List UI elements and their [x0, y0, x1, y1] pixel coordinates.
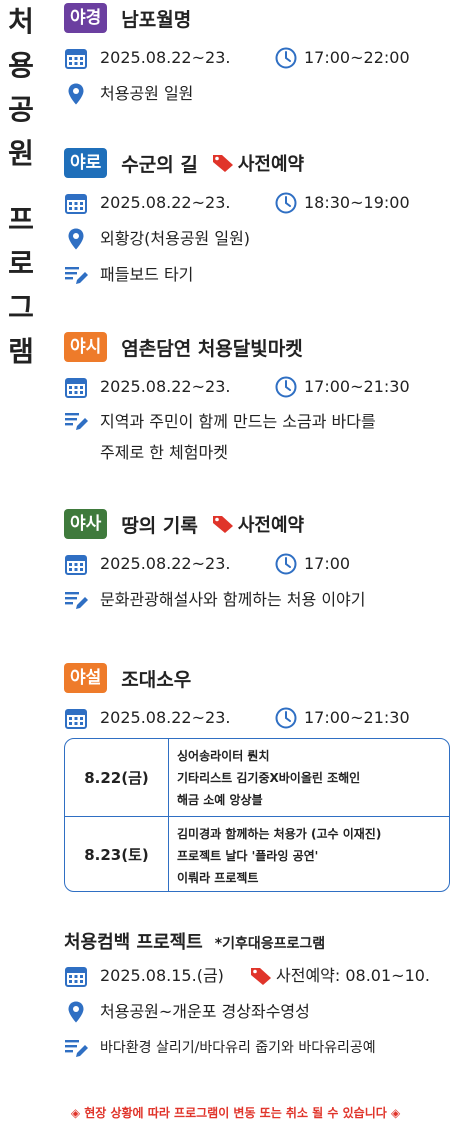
title-char: 로	[8, 247, 34, 280]
title-char: 그	[8, 291, 34, 324]
calendar-icon	[64, 375, 88, 399]
badge: 야시	[64, 332, 108, 362]
table-row: 8.22(금) 싱어송라이터 뤈치 기타리스트 김기중X바이올린 조해인 해금 …	[65, 739, 449, 817]
date-text: 2025.08.22~23.	[100, 193, 231, 212]
date-text: 2025.08.22~23.	[100, 708, 231, 727]
section-yasi: 야시 염촌담연 처용달빛마켓 2025.08.22~23. 17:00~21:3…	[64, 331, 471, 468]
performance-item: 김미경과 함께하는 처용가 (고수 이재진)	[177, 827, 382, 841]
title-char: 램	[8, 335, 34, 368]
performance-item: 싱어송라이터 뤈치	[177, 749, 270, 763]
comeback-subtitle: *기후대응프로그램	[214, 936, 326, 952]
date-text: 2025.08.22~23.	[100, 554, 231, 573]
vertical-title: 처 용 공 원 프 로 그 램	[0, 0, 42, 374]
section-yasa: 야사 땅의 기록 사전예약 2025.08.22~23. 17:00 문화관광해…	[64, 508, 471, 614]
title-char: 프	[8, 203, 34, 236]
table-date: 8.22(금)	[65, 739, 169, 816]
section-yaro: 야로 수군의 길 사전예약 2025.08.22~23. 18:30~19:00…	[64, 147, 471, 289]
badge: 야로	[64, 148, 108, 178]
performance-item: 해금 소예 앙상블	[177, 793, 263, 807]
table-date: 8.23(토)	[65, 817, 169, 891]
date-text: 2025.08.22~23.	[100, 48, 231, 67]
list-pencil-icon	[64, 263, 88, 287]
calendar-icon	[64, 964, 88, 988]
section-title: 남포월명	[121, 8, 192, 31]
list-pencil-icon	[64, 588, 88, 612]
program-text: 패들보드 타기	[100, 265, 194, 284]
price-tag-icon	[250, 966, 272, 986]
location-text: 처용공원 일원	[100, 84, 194, 103]
time-text: 17:00	[304, 554, 351, 573]
calendar-icon	[64, 706, 88, 730]
comeback-title: 처용컴백 프로젝트	[64, 932, 203, 953]
time-text: 17:00~21:30	[304, 377, 410, 396]
section-yaseol: 야설 조대소우 2025.08.22~23. 17:00~21:30	[64, 662, 471, 732]
section-title: 수군의 길	[121, 153, 198, 176]
time-text: 18:30~19:00	[304, 193, 410, 212]
time-text: 17:00~21:30	[304, 708, 410, 727]
list-pencil-icon	[64, 1036, 88, 1060]
location-pin-icon	[64, 227, 88, 251]
list-pencil-icon	[64, 409, 88, 433]
badge: 야경	[64, 3, 108, 33]
performance-item: 기타리스트 김기중X바이올린 조해인	[177, 771, 361, 785]
notice-text: ◈ 현장 상황에 따라 프로그램이 변동 또는 취소 될 수 있습니다 ◈	[70, 1106, 401, 1120]
clock-icon	[274, 191, 298, 215]
calendar-icon	[64, 46, 88, 70]
section-title: 염촌담연 처용달빛마켓	[121, 337, 303, 360]
price-tag-icon	[212, 153, 234, 173]
location-text: 외황강(처용공원 일원)	[100, 229, 251, 248]
title-char: 용	[8, 49, 34, 82]
location-text: 처용공원~개운포 경상좌수영성	[100, 1002, 310, 1021]
clock-icon	[274, 706, 298, 730]
reservation-text: 사전예약: 08.01~10.	[276, 966, 431, 985]
clock-icon	[274, 552, 298, 576]
performance-item: 이뤄라 프로젝트	[177, 871, 259, 885]
comeback-heading: 처용컴백 프로젝트 *기후대응프로그램	[64, 928, 325, 954]
title-char: 처	[8, 5, 34, 38]
schedule-table: 8.22(금) 싱어송라이터 뤈치 기타리스트 김기중X바이올린 조해인 해금 …	[64, 738, 450, 892]
title-char: 공	[8, 93, 34, 126]
section-title: 땅의 기록	[121, 514, 198, 537]
date-text: 2025.08.15.(금)	[100, 966, 224, 985]
program-text: 바다환경 살리기/바다유리 줍기와 바다유리공예	[100, 1040, 376, 1056]
time-text: 17:00~22:00	[304, 48, 410, 67]
section-title: 조대소우	[121, 668, 192, 691]
reservation-tag: 사전예약	[212, 150, 304, 176]
location-pin-icon	[64, 82, 88, 106]
program-text: 문화관광해설사와 함께하는 처용 이야기	[100, 590, 366, 609]
badge: 야설	[64, 663, 108, 693]
section-comeback: 2025.08.15.(금) 사전예약: 08.01~10. 처용공원~개운포 …	[64, 962, 471, 1062]
price-tag-icon	[212, 514, 234, 534]
calendar-icon	[64, 552, 88, 576]
performance-item: 프로젝트 날다 '플라잉 공연'	[177, 849, 319, 863]
clock-icon	[274, 46, 298, 70]
badge: 야사	[64, 509, 108, 539]
program-text: 지역과 주민이 함께 만드는 소금과 바다를	[100, 412, 376, 431]
calendar-icon	[64, 191, 88, 215]
clock-icon	[274, 375, 298, 399]
section-yagyeong: 야경 남포월명 2025.08.22~23. 17:00~22:00 처용공원 …	[64, 2, 471, 108]
reservation-tag: 사전예약	[212, 511, 304, 537]
title-char: 원	[8, 137, 34, 170]
location-pin-icon	[64, 1000, 88, 1024]
date-text: 2025.08.22~23.	[100, 377, 231, 396]
table-row: 8.23(토) 김미경과 함께하는 처용가 (고수 이재진) 프로젝트 날다 '…	[65, 817, 449, 891]
program-text: 주제로 한 체험마켓	[100, 443, 228, 462]
